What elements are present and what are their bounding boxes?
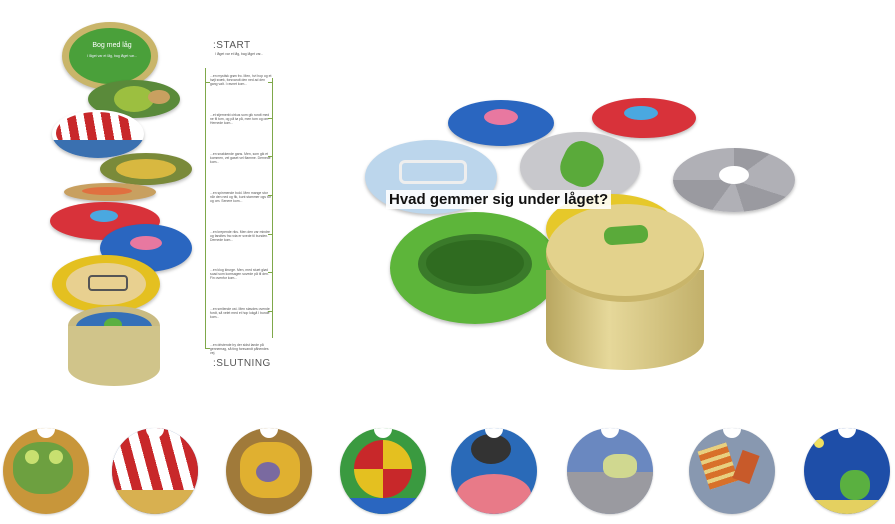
end-text: ...en dristende by der sidst lande på ge… [210,343,269,355]
start-label: :START [213,40,251,51]
flow-connector [205,68,206,348]
red-lid-disc [592,98,696,138]
thumb-cake-slice [689,428,775,514]
handle-disc [52,255,160,313]
thumb-frog-night [804,428,890,514]
green-big-disc [390,212,560,324]
lid-disc: Bog med låg I låget var et låg, bag låge… [62,22,158,90]
start-text: I låget var et låg, bag låget var... [215,52,264,56]
thumb-frog [3,428,89,514]
flow-step: ...en krepende riks. Men den var mindre … [210,230,270,242]
tan-disc [64,183,156,201]
thumb-circus-tent [112,428,198,514]
grey-sliced-disc [673,148,795,212]
thumb-cheese [567,428,653,514]
flow-step: ...en klog kirurge. Men, med stuet glød … [210,268,269,280]
lid-title: Bog med låg [92,42,132,49]
gold-tin [546,204,704,370]
blue-lid-disc [448,100,554,146]
tin-can [68,306,160,390]
circus-disc [52,110,144,158]
flow-step: ...en smilende ost. Men stavdes ovende f… [210,307,270,319]
frog-disc [88,80,180,118]
creature-disc [100,153,192,185]
flow-step: ...et stjernerkt cirkus som gik rundt me… [210,113,270,125]
blue-disc [100,224,192,272]
lid-text: I låget var et låg, bag låget var... [87,54,137,58]
thumb-crow [451,428,537,514]
end-label: :SLUTNING [213,358,271,369]
thumb-yellow-creature [226,428,312,514]
flow-step: ...en mystisk grøn fro. Men, hvi hop og … [210,74,272,86]
flow-step: ...en spinmende bold. Men mange stor når… [210,191,271,203]
thumb-beach-ball [340,428,426,514]
flow-step: ...en snakkende gans. Men, som gik et ko… [210,152,271,164]
headline: Hvad gemmer sig under låget? [386,190,612,209]
